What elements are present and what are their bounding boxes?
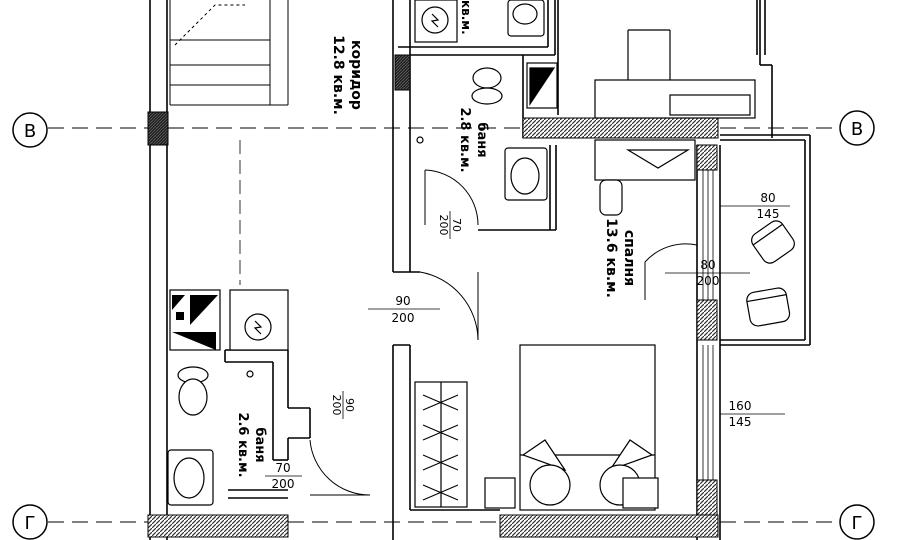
- opening-balcony-door: 80 200: [665, 258, 750, 288]
- bath-upper-name: баня: [474, 122, 489, 157]
- door-corridor-width: 90: [343, 398, 356, 412]
- opening-door-main: 90 200: [368, 294, 440, 325]
- room-label-top-fragment: кв.м.: [459, 0, 473, 35]
- window-bedroom-height: 145: [729, 415, 752, 429]
- wardrobe-hangers: [422, 394, 459, 501]
- balcony-door-height: 200: [697, 274, 720, 288]
- room-label-bath-upper: баня 2.8 кв.м.: [457, 107, 489, 172]
- door-main-height: 200: [392, 311, 415, 325]
- corridor-area: 12.8 кв.м.: [330, 35, 346, 115]
- door-swings: [309, 169, 698, 496]
- opening-door-corridor: 90 200: [330, 391, 356, 419]
- door-bath-upper-height: 200: [437, 215, 450, 236]
- bedroom-name: спалня: [621, 230, 637, 286]
- wall-hatching: [147, 54, 719, 538]
- window-balcony-top-height: 145: [757, 207, 780, 221]
- top-room-area: кв.м.: [459, 0, 473, 35]
- door-bath-lower-width: 70: [275, 461, 290, 475]
- axis-marker-g-left: Г: [12, 504, 48, 540]
- opening-window-balcony-top: 80 145: [720, 191, 790, 221]
- axis-label-b-right: В: [851, 119, 863, 140]
- bath-upper-area: 2.8 кв.м.: [457, 107, 472, 172]
- opening-door-bath-lower: 70 200: [265, 461, 302, 491]
- bedroom-area: 13.6 кв.м.: [603, 218, 619, 298]
- opening-window-bedroom: 160 145: [720, 399, 785, 429]
- room-label-corridor: коридор 12.8 кв.м.: [330, 35, 364, 115]
- room-label-bedroom: спалня 13.6 кв.м.: [603, 218, 637, 298]
- door-corridor-height: 200: [330, 395, 343, 416]
- bath-lower-area: 2.6 кв.м.: [235, 412, 250, 477]
- corridor-appliance-shapes: [172, 295, 218, 350]
- door-main-width: 90: [395, 294, 410, 308]
- bath-lower-name: баня: [252, 427, 267, 462]
- opening-door-bath-upper: 70 200: [437, 211, 463, 239]
- axis-marker-b-right: В: [839, 110, 875, 146]
- window-balcony-top-width: 80: [760, 191, 775, 205]
- window-bedroom-width: 160: [729, 399, 752, 413]
- axis-label-g-right: Г: [852, 513, 863, 534]
- walls: [149, 0, 811, 540]
- axis-marker-b-left: В: [12, 112, 48, 148]
- axis-label-b-left: В: [24, 121, 36, 142]
- door-bath-upper-width: 70: [450, 218, 463, 232]
- axis-marker-g-right: Г: [839, 504, 875, 540]
- windows: [702, 170, 714, 480]
- corridor-name: коридор: [348, 40, 364, 110]
- balcony-door-width: 80: [700, 258, 715, 272]
- axis-label-g-left: Г: [25, 513, 36, 534]
- bedroom-furniture: [414, 29, 795, 511]
- door-bath-lower-height: 200: [272, 477, 295, 491]
- staircase: [169, 0, 289, 106]
- room-label-bath-lower: баня 2.6 кв.м.: [235, 412, 267, 477]
